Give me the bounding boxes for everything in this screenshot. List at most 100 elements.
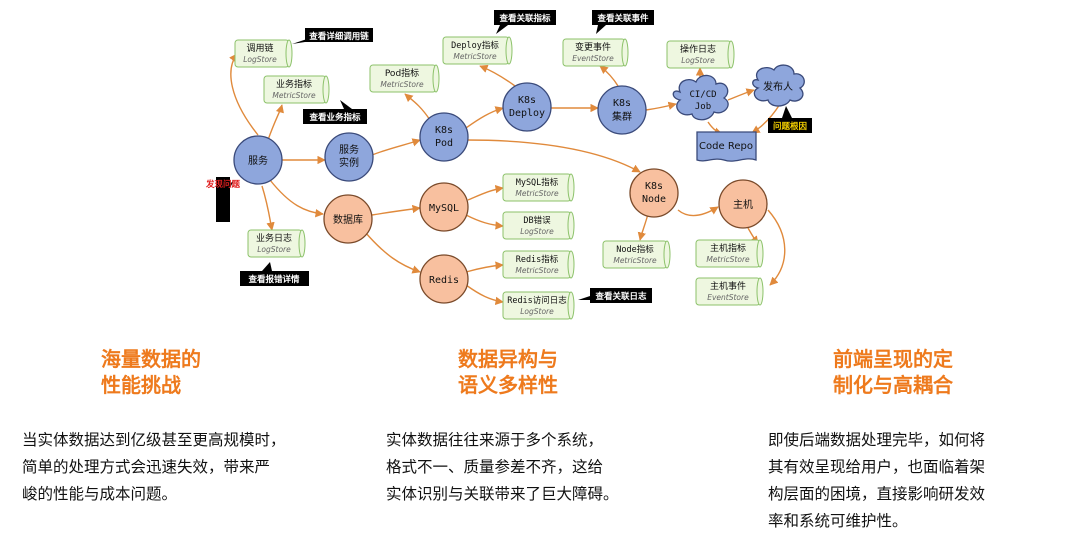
svg-text:查看关联指标: 查看关联指标 — [498, 13, 551, 24]
svg-text:查看业务指标: 查看业务指标 — [308, 112, 361, 123]
svg-text:业务日志: 业务日志 — [256, 232, 292, 244]
store-deploy-metrics[interactable]: Deploy指标 MetricStore — [442, 36, 513, 65]
edge-instance-pod — [371, 138, 421, 156]
column-2-body: 实体数据往往来源于多个系统， 格式不一、质量参差不齐，这给 实体识别与关联带来了… — [386, 427, 619, 508]
store-host-events[interactable]: 主机事件 EventStore — [695, 277, 764, 306]
svg-text:主机指标: 主机指标 — [710, 242, 746, 254]
column-2-heading-line: 数据异构与 — [458, 347, 558, 371]
svg-text:问题根因: 问题根因 — [773, 121, 807, 132]
svg-text:MetricStore: MetricStore — [706, 255, 750, 264]
store-pod-metrics[interactable]: Pod指标 MetricStore — [369, 64, 440, 93]
node-k8s-pod[interactable]: K8s Pod — [419, 112, 469, 162]
svg-text:实例: 实例 — [339, 156, 359, 169]
node-host[interactable]: 主机 — [718, 179, 768, 229]
node-k8s-deploy[interactable]: K8s Deploy — [502, 82, 552, 132]
edge-cluster-cicd — [645, 101, 677, 111]
callout-view-service-metrics[interactable]: 查看业务指标 — [303, 100, 367, 124]
svg-text:Code Repo: Code Repo — [699, 141, 753, 152]
column-3-heading: 前端呈现的定 制化与高耦合 — [833, 346, 953, 398]
store-host-metrics[interactable]: 主机指标 MetricStore — [695, 239, 764, 268]
store-service-logs[interactable]: 业务日志 LogStore — [247, 229, 306, 258]
callout-view-call-chain[interactable]: 查看详细调用链 — [292, 28, 373, 44]
svg-text:K8s: K8s — [645, 181, 663, 192]
node-cicd-job[interactable]: CI/CD Job — [672, 74, 729, 121]
svg-text:发布人: 发布人 — [763, 80, 793, 93]
svg-text:服务: 服务 — [248, 154, 268, 167]
svg-text:Node: Node — [642, 194, 666, 205]
column-2-body-line: 格式不一、质量参差不齐，这给 — [386, 458, 604, 476]
column-3-body-line: 即使后端数据处理完毕，如何将 — [768, 431, 986, 449]
svg-text:Redis访问日志: Redis访问日志 — [507, 295, 567, 306]
svg-text:查看关联事件: 查看关联事件 — [596, 13, 649, 24]
entity-relationship-diagram: 服务 服务 实例 K8s Pod K8s Deploy K8s 集群 数据库 M… — [205, 10, 812, 320]
node-service-instance[interactable]: 服务 实例 — [324, 132, 374, 182]
svg-text:MetricStore: MetricStore — [272, 91, 316, 100]
svg-text:调用链: 调用链 — [246, 42, 273, 54]
svg-text:LogStore: LogStore — [243, 55, 277, 64]
edge-pod-node — [465, 139, 641, 173]
edge-cicd-publisher — [727, 88, 755, 101]
edge-cluster-events — [599, 65, 619, 87]
store-service-metrics[interactable]: 业务指标 MetricStore — [263, 75, 330, 104]
svg-text:查看报错详情: 查看报错详情 — [247, 274, 300, 285]
svg-text:发现问题: 发现问题 — [205, 179, 241, 190]
node-database[interactable]: 数据库 — [323, 194, 373, 244]
callout-issue-found[interactable]: 发现问题 — [205, 177, 241, 222]
callout-root-cause[interactable]: 问题根因 — [768, 106, 812, 133]
edge-redis-accesslogs — [465, 284, 504, 305]
svg-text:MetricStore: MetricStore — [613, 256, 657, 265]
column-3-heading-line: 制化与高耦合 — [833, 373, 953, 397]
svg-text:EventStore: EventStore — [707, 293, 749, 302]
svg-text:Pod: Pod — [435, 138, 453, 149]
callout-view-related-events[interactable]: 查看关联事件 — [592, 10, 654, 34]
svg-text:MySQL: MySQL — [429, 203, 459, 214]
node-code-repo[interactable]: Code Repo — [696, 131, 757, 162]
node-k8s-node[interactable]: K8s Node — [629, 168, 679, 218]
edge-service-callchain — [229, 53, 259, 136]
svg-text:CI/CD: CI/CD — [689, 90, 716, 100]
svg-text:EventStore: EventStore — [572, 54, 614, 63]
svg-text:Node指标: Node指标 — [616, 244, 654, 255]
edge-service-metrics — [267, 104, 284, 141]
svg-text:Job: Job — [695, 102, 711, 112]
column-1-heading-line: 性能挑战 — [101, 373, 181, 397]
store-node-metrics[interactable]: Node指标 MetricStore — [602, 240, 671, 269]
store-redis-metrics[interactable]: Redis指标 MetricStore — [502, 250, 575, 279]
svg-text:LogStore: LogStore — [520, 307, 554, 316]
svg-text:变更事件: 变更事件 — [575, 41, 611, 53]
svg-text:主机事件: 主机事件 — [710, 280, 746, 292]
store-call-chain[interactable]: 调用链 LogStore — [234, 39, 293, 68]
svg-text:K8s: K8s — [613, 98, 631, 109]
store-mysql-metrics[interactable]: MySQL指标 MetricStore — [502, 173, 575, 202]
node-k8s-cluster[interactable]: K8s 集群 — [597, 85, 647, 135]
edge-mysql-metrics — [467, 185, 504, 201]
column-3-heading-line: 前端呈现的定 — [833, 347, 953, 371]
edge-db-redis — [364, 231, 421, 274]
svg-text:LogStore: LogStore — [257, 245, 291, 254]
callout-view-related-logs[interactable]: 查看关联日志 — [578, 288, 652, 303]
node-mysql[interactable]: MySQL — [419, 182, 469, 232]
column-2-body-line: 实体数据往往来源于多个系统， — [386, 431, 604, 449]
column-3-body: 即使后端数据处理完毕，如何将 其有效呈现给用户，也面临着架 构层面的困境，直接影… — [768, 427, 985, 535]
svg-text:数据库: 数据库 — [333, 213, 363, 226]
svg-text:集群: 集群 — [612, 110, 632, 123]
node-service[interactable]: 服务 — [233, 135, 283, 185]
edge-mysql-dberrors — [465, 214, 504, 230]
column-3-body-line: 其有效呈现给用户，也面临着架 — [768, 458, 986, 476]
node-redis[interactable]: Redis — [419, 254, 469, 304]
node-publisher[interactable]: 发布人 — [752, 64, 805, 107]
store-change-events[interactable]: 变更事件 EventStore — [562, 38, 629, 67]
svg-text:MySQL指标: MySQL指标 — [516, 177, 559, 188]
svg-text:LogStore: LogStore — [681, 56, 715, 65]
svg-text:查看关联日志: 查看关联日志 — [594, 291, 647, 302]
callout-view-error-details[interactable]: 查看报错详情 — [240, 262, 309, 286]
svg-text:MetricStore: MetricStore — [380, 80, 424, 89]
svg-text:DB错误: DB错误 — [523, 215, 551, 226]
store-operation-logs[interactable]: 操作日志 LogStore — [666, 40, 735, 69]
callout-view-related-metrics[interactable]: 查看关联指标 — [494, 10, 556, 34]
store-redis-access-logs[interactable]: Redis访问日志 LogStore — [502, 291, 575, 320]
edge-deploy-metrics — [479, 64, 516, 87]
store-db-errors[interactable]: DB错误 LogStore — [502, 211, 575, 240]
svg-text:服务: 服务 — [339, 143, 359, 156]
column-2-heading-line: 语义多样性 — [458, 373, 558, 397]
